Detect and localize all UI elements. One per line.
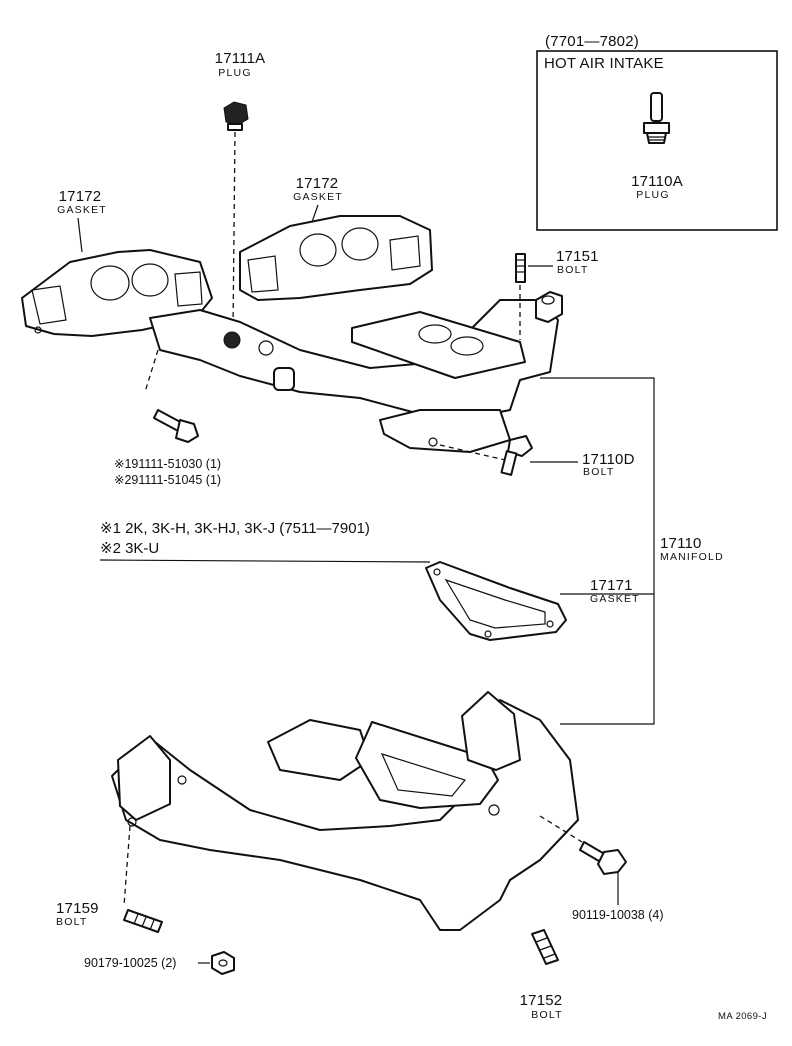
gasket-17171-icon <box>425 561 567 641</box>
dash-17110d <box>439 444 506 461</box>
leader-gasket-center <box>311 204 319 223</box>
bolt-90119-icon <box>579 841 627 875</box>
note-2: ※2 3K-U <box>100 540 160 557</box>
bolt-left-icon <box>153 409 199 443</box>
gasket-17171-name: GASKET <box>590 593 640 605</box>
bolt-17110d-icon <box>500 435 533 476</box>
inset-part-name: PLUG <box>636 189 670 201</box>
plug-17111a-number: 17111A <box>214 50 266 67</box>
dash-17159 <box>123 825 131 907</box>
note-separator <box>99 559 431 563</box>
gasket-center-icon <box>239 215 433 301</box>
gasket-center-number: 17172 <box>295 175 339 192</box>
inset-part-number: 17110A <box>631 173 683 190</box>
manifold-number: 17110 <box>660 535 702 552</box>
note-1: ※1 2K, 3K-H, 3K-HJ, 3K-J (7511—7901) <box>100 520 370 537</box>
inset-range: (7701—7802) <box>545 33 639 50</box>
leader-gasket-left <box>77 217 83 253</box>
bolt-17152-number: 17152 <box>519 992 563 1009</box>
gasket-left-number: 17172 <box>58 188 102 205</box>
drawing-code: MA 2069-J <box>718 1011 768 1022</box>
manifold-name: MANIFOLD <box>660 551 724 563</box>
nut-90179-label: 90179-10025 (2) <box>84 956 177 970</box>
bolt-17152-icon <box>531 929 559 965</box>
bolt-note-2: ※291111-51045 (1) <box>114 473 222 487</box>
bolt-17159-name: BOLT <box>56 916 88 928</box>
gasket-left-icon <box>21 249 213 337</box>
inset-box <box>536 50 778 231</box>
gasket-17171-number: 17171 <box>590 577 633 594</box>
bolt-17110d-name: BOLT <box>583 466 615 478</box>
bolt-17151-number: 17151 <box>556 248 599 265</box>
bolt-17152-name: BOLT <box>531 1009 563 1021</box>
plug-17111a-icon <box>223 101 249 131</box>
bolt-note-1: ※191111-51030 (1) <box>114 457 222 471</box>
bracket-17110 <box>540 377 655 725</box>
bolt-90119-label: 90119-10038 (4) <box>572 908 664 922</box>
bolt-17159-icon <box>123 909 163 933</box>
plug-17111a-name: PLUG <box>218 67 252 79</box>
nut-90179-icon <box>211 951 235 975</box>
bolt-17159-number: 17159 <box>56 900 99 917</box>
dash-bolt-left <box>144 349 159 393</box>
lower-manifold-icon <box>111 691 579 931</box>
bolt-17151-name: BOLT <box>557 264 589 276</box>
bolt-17151-icon <box>515 253 526 283</box>
upper-manifold-icon <box>149 291 563 453</box>
inset-title: HOT AIR INTAKE <box>544 55 664 72</box>
gasket-left-name: GASKET <box>57 204 107 216</box>
gasket-center-name: GASKET <box>293 191 343 203</box>
dash-plug <box>232 131 236 331</box>
bolt-17110d-number: 17110D <box>582 451 635 468</box>
inset-plug-icon <box>643 92 670 144</box>
